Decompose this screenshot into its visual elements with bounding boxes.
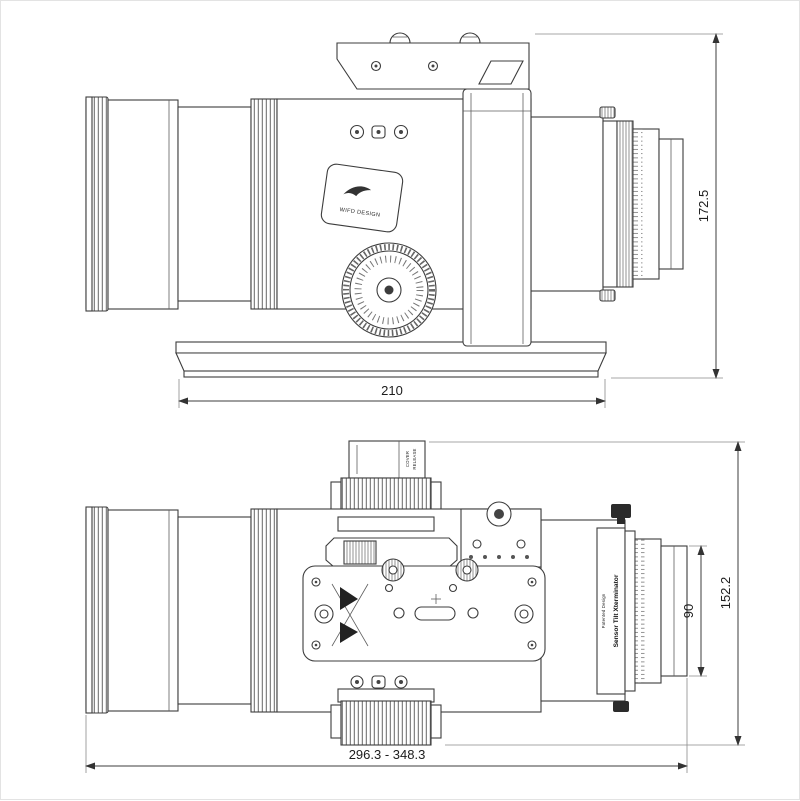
dim-overall-length-label: 296.3 - 348.3 <box>349 747 426 762</box>
knurled-ring-2 <box>250 508 278 713</box>
cover-release-text-1: COVER <box>405 451 410 467</box>
thumbscrew-left <box>389 32 411 44</box>
dewshield-front-edge <box>85 96 93 312</box>
focuser-housing-bottom <box>337 688 435 703</box>
dial <box>341 242 437 338</box>
handle-cutout <box>478 60 524 85</box>
tilt-unit: Patented Design Sensor Tilt Xterminator <box>596 504 688 712</box>
rotator-thumbscrew-bottom <box>599 289 616 302</box>
knurled-ring <box>250 98 278 310</box>
bottom-view: COVER RELEASE <box>85 440 688 746</box>
rotator-ring <box>602 120 618 288</box>
tilt-thumbscrew-top <box>611 504 631 518</box>
rear-tube <box>530 116 604 292</box>
body-screws <box>349 124 409 140</box>
dim-flange-label: 90 <box>681 604 696 618</box>
rotator-ring-2 <box>624 530 636 692</box>
main-tube <box>177 106 252 302</box>
handle-end-view <box>460 501 542 568</box>
bracket <box>462 88 532 347</box>
dewshield-2 <box>107 509 179 712</box>
plate-slot <box>414 606 456 621</box>
sensor-tilt-text: Sensor Tilt Xterminator <box>613 574 620 647</box>
bird-logo-icon <box>343 186 372 197</box>
brand-plate: WIFD DESIGN <box>320 163 404 233</box>
main-tube-2 <box>177 516 252 705</box>
body-screws-2 <box>350 675 408 689</box>
dim-height-label: 172.5 <box>696 190 711 223</box>
focuser-housing-top <box>337 516 435 532</box>
dewshield <box>107 99 179 310</box>
thumbscrew-right <box>459 32 481 44</box>
patented-text: Patented Design <box>601 593 606 628</box>
brand-text: WIFD DESIGN <box>339 207 381 219</box>
index-triangle-top <box>340 587 358 610</box>
rotator-knurl <box>616 120 634 288</box>
scale-ticks <box>633 129 643 279</box>
scale-ticks-2 <box>635 539 645 683</box>
side-view-dimensions: 172.5 210 <box>178 33 723 408</box>
tension-knob <box>343 540 377 565</box>
index-triangle-bottom <box>340 622 358 643</box>
dim-dovetail-label: 210 <box>381 383 403 398</box>
cover-release-text-2: RELEASE <box>412 448 417 469</box>
mounting-plate <box>302 558 546 662</box>
tilt-thumbscrew-bottom <box>613 701 629 712</box>
cover-release-housing: COVER RELEASE <box>348 440 426 479</box>
bottom-view-dimensions: 152.2 90 296.3 - 348.3 <box>85 441 745 773</box>
handle-assembly <box>336 32 532 347</box>
focus-knob-bottom <box>330 700 442 746</box>
dim-bottom-height-label: 152.2 <box>718 577 733 610</box>
side-view: WIFD DESIGN <box>85 32 684 378</box>
dovetail-base <box>175 341 607 378</box>
rotator-assembly <box>599 106 684 302</box>
rotator-thumbscrew-top <box>599 106 616 119</box>
dewshield-front-edge-2 <box>85 506 93 714</box>
